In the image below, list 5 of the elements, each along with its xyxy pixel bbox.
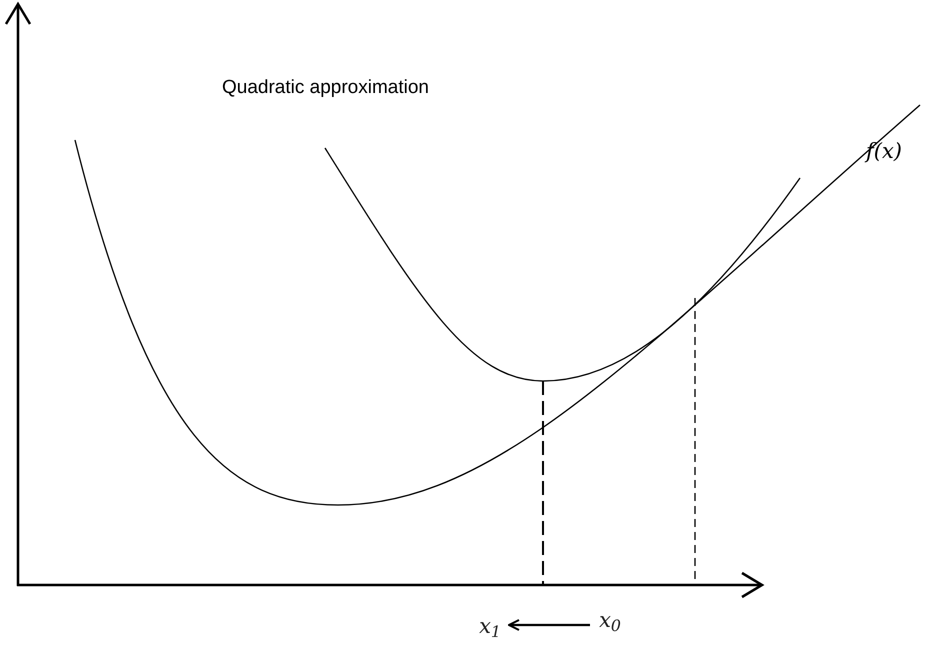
curve-label: f(x) bbox=[866, 138, 902, 165]
axis-value-label: x$_{1}$ bbox=[472, 612, 508, 642]
arrow bbox=[508, 619, 590, 631]
axis-value-label: x$_{0}$ bbox=[592, 606, 628, 636]
curve-label: Quadratic approximation bbox=[222, 76, 429, 100]
